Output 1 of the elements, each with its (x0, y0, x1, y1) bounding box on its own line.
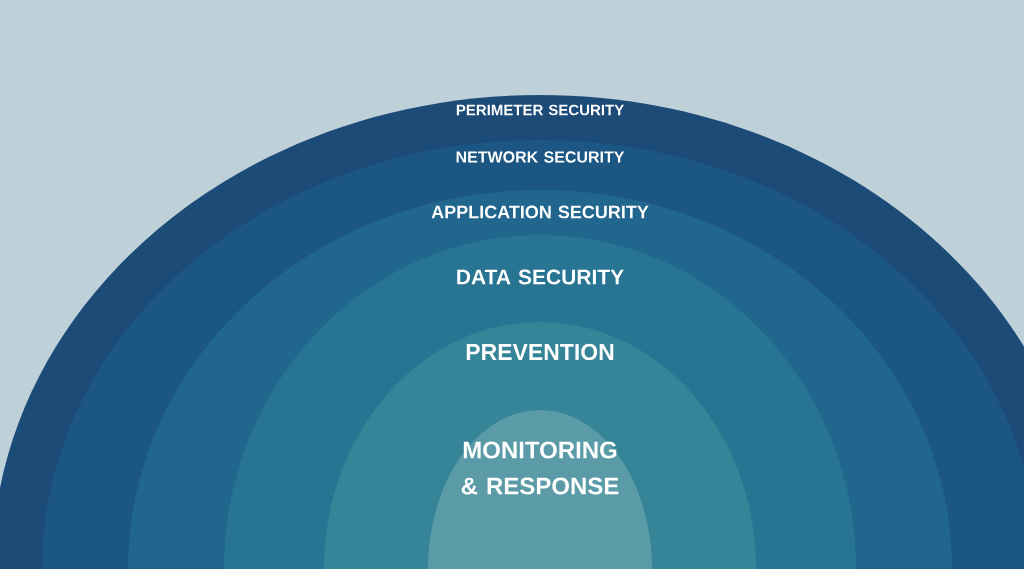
arch-band: MONITORING & RESPONSE (428, 410, 652, 569)
